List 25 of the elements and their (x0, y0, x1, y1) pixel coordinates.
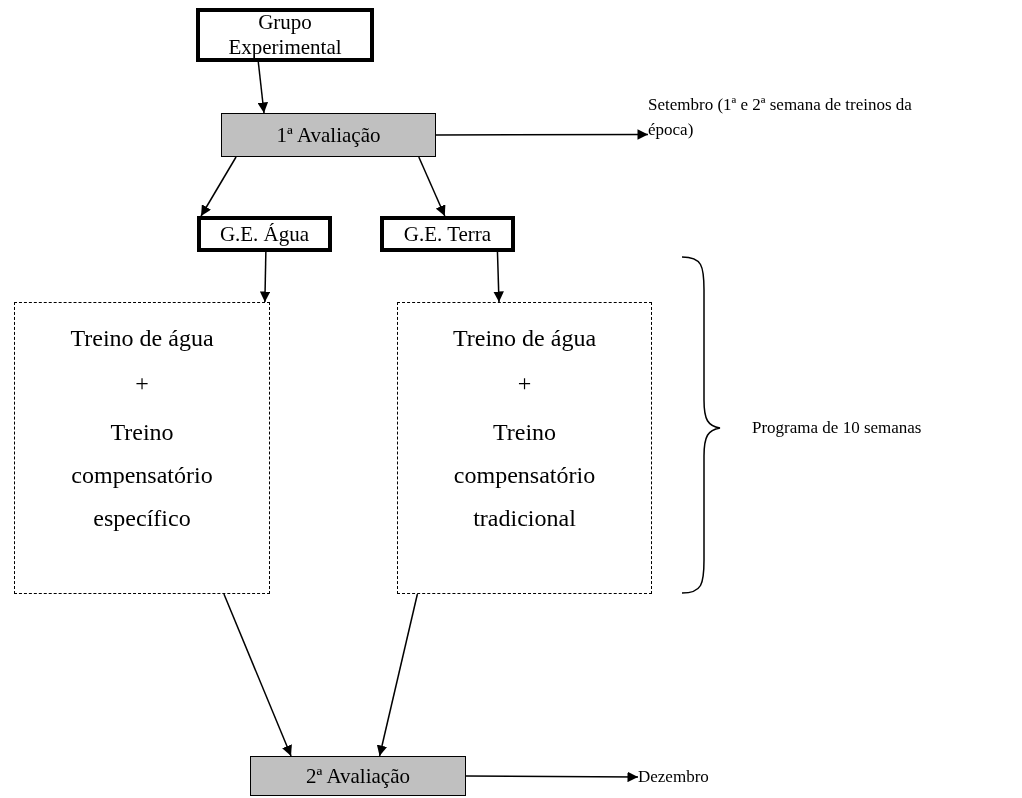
group-box: G.E. Água (197, 216, 332, 252)
note-text: Dezembro (638, 764, 728, 790)
plus-sign: + (517, 370, 532, 397)
arrow (257, 61, 269, 114)
training-box (14, 302, 270, 594)
evaluation-box: 1ª Avaliação (221, 113, 436, 157)
evaluation-box: 2ª Avaliação (250, 756, 466, 796)
note-text: Setembro (1ª e 2ª semana de treinos da época) (648, 88, 948, 146)
arrow (200, 156, 237, 217)
arrow (223, 593, 292, 757)
training-text: Treino compensatório tradicional (452, 418, 597, 534)
arrow (418, 156, 446, 217)
group-box: Grupo Experimental (196, 8, 374, 62)
arrow (465, 771, 639, 783)
period-label: Programa de 10 semanas (752, 418, 922, 438)
group-box: G.E. Terra (380, 216, 515, 252)
plus-sign: + (135, 370, 149, 397)
arrow (493, 251, 504, 303)
training-text: Treino de água (70, 325, 214, 352)
training-box (397, 302, 652, 594)
training-text: Treino compensatório específico (70, 418, 214, 534)
training-text: Treino de água (452, 325, 597, 352)
arrow (376, 593, 419, 757)
arrow (259, 251, 271, 303)
arrow (435, 129, 649, 140)
